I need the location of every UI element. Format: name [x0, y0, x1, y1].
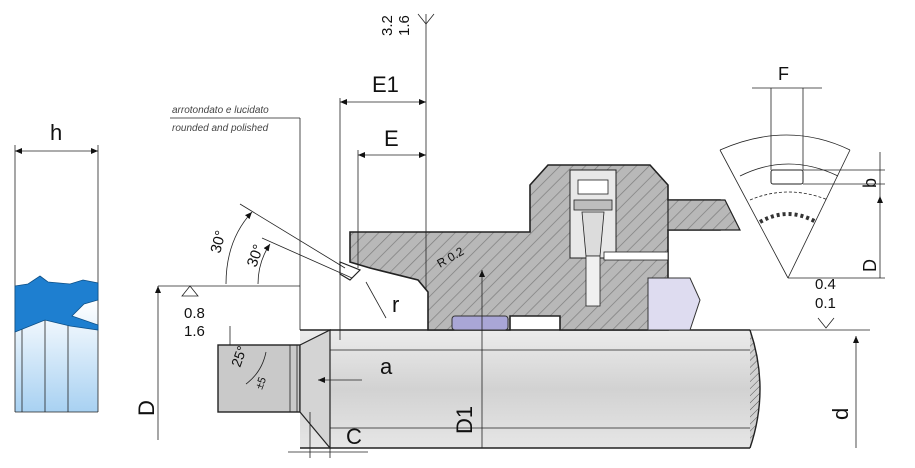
- dimension-D1: D1: [452, 270, 485, 448]
- finish-note: arrotondato e lucidato rounded and polis…: [170, 105, 301, 330]
- seal-height-label-h: h: [50, 120, 62, 145]
- wiper-insert: [451, 315, 509, 331]
- label-E: E: [384, 126, 399, 151]
- dimension-E1: E1: [339, 72, 426, 340]
- label-a: a: [380, 354, 393, 379]
- chamfer-angle-label: 25°: [228, 344, 250, 369]
- label-D1: D1: [452, 406, 477, 434]
- roughness-top: 3.2 1.6: [379, 13, 435, 290]
- label-D-detail: D: [860, 259, 880, 272]
- roughness-right-b: 0.1: [815, 295, 836, 312]
- dimension-r: r: [365, 281, 399, 319]
- roughness-left-b: 1.6: [184, 323, 205, 340]
- angle-dimensions: 30° 30°: [207, 203, 353, 285]
- note-italian: arrotondato e lucidato: [172, 105, 269, 116]
- roughness-right: 0.4 0.1: [750, 276, 870, 331]
- detail-view: F b D: [719, 64, 885, 279]
- note-english: rounded and polished: [172, 123, 269, 134]
- dimension-d: d: [828, 336, 859, 448]
- label-r: r: [392, 292, 399, 317]
- guide-ring: [647, 277, 701, 331]
- seal-profile-view: h: [14, 120, 99, 413]
- chamfer-tol-label: ±5: [254, 375, 269, 391]
- label-d: d: [828, 408, 853, 420]
- rod: [217, 329, 761, 450]
- roughness-right-a: 0.4: [815, 276, 836, 293]
- roughness-top-b: 1.6: [396, 15, 413, 36]
- dimension-D: D: [134, 286, 161, 440]
- label-b: b: [860, 178, 880, 188]
- label-F: F: [778, 64, 789, 84]
- angle-inner-label: 30°: [244, 242, 268, 269]
- roughness-left: 0.8 1.6: [158, 285, 300, 340]
- dimension-chamfer: 25° ±5: [228, 326, 269, 391]
- dimension-C: C: [288, 412, 368, 458]
- detail-slot: [770, 169, 804, 185]
- label-C: C: [346, 424, 362, 449]
- dimension-a: a: [318, 330, 393, 390]
- dimension-E: E: [357, 126, 426, 268]
- roughness-left-a: 0.8: [184, 305, 205, 322]
- label-E1: E1: [372, 72, 399, 97]
- seal-lip-profile: [14, 275, 99, 333]
- roughness-top-a: 3.2: [379, 15, 396, 36]
- label-D: D: [134, 400, 159, 416]
- housing: [339, 164, 741, 331]
- angle-outer-label: 30°: [207, 229, 229, 255]
